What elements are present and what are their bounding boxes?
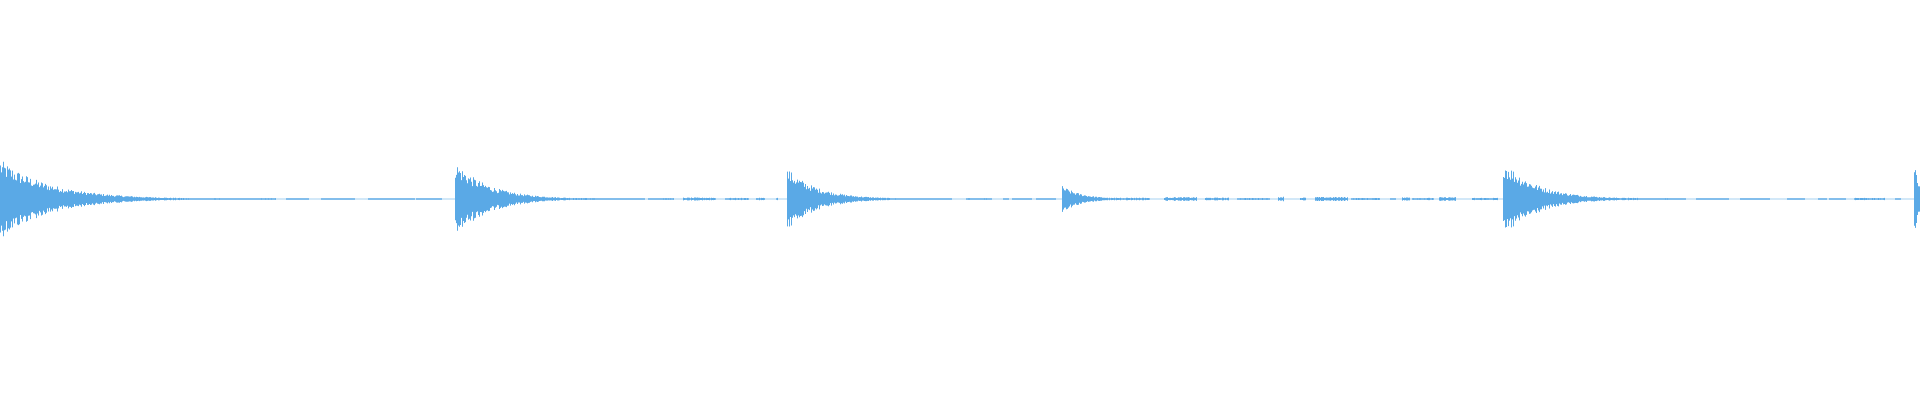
waveform-bars — [0, 161, 1920, 237]
